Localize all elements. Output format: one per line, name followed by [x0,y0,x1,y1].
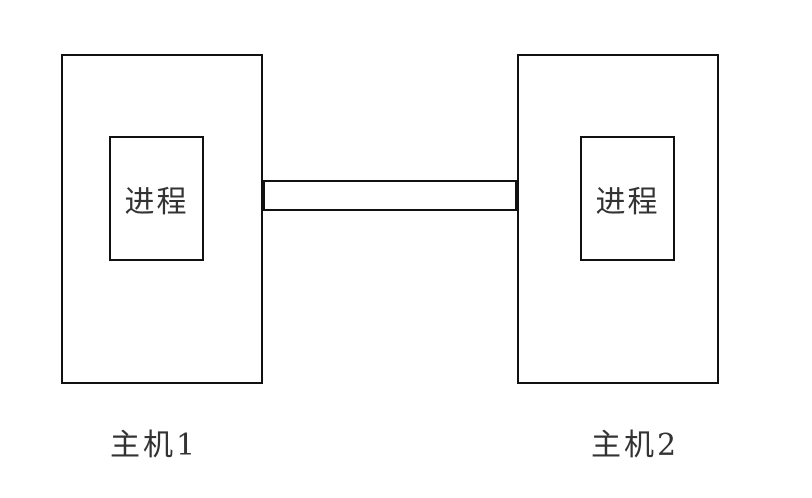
host-1-process-box: 进程 [109,136,204,261]
host-1-box: 进程 [61,54,263,384]
host-2-label: 主机2 [591,428,680,463]
host-2-process-label: 进程 [595,184,660,220]
host-2-box: 进程 [517,54,719,384]
host-2-process-box: 进程 [580,136,675,261]
host-1-label: 主机1 [110,428,199,463]
host-1-process-label: 进程 [124,184,189,220]
connection-link [263,180,517,211]
